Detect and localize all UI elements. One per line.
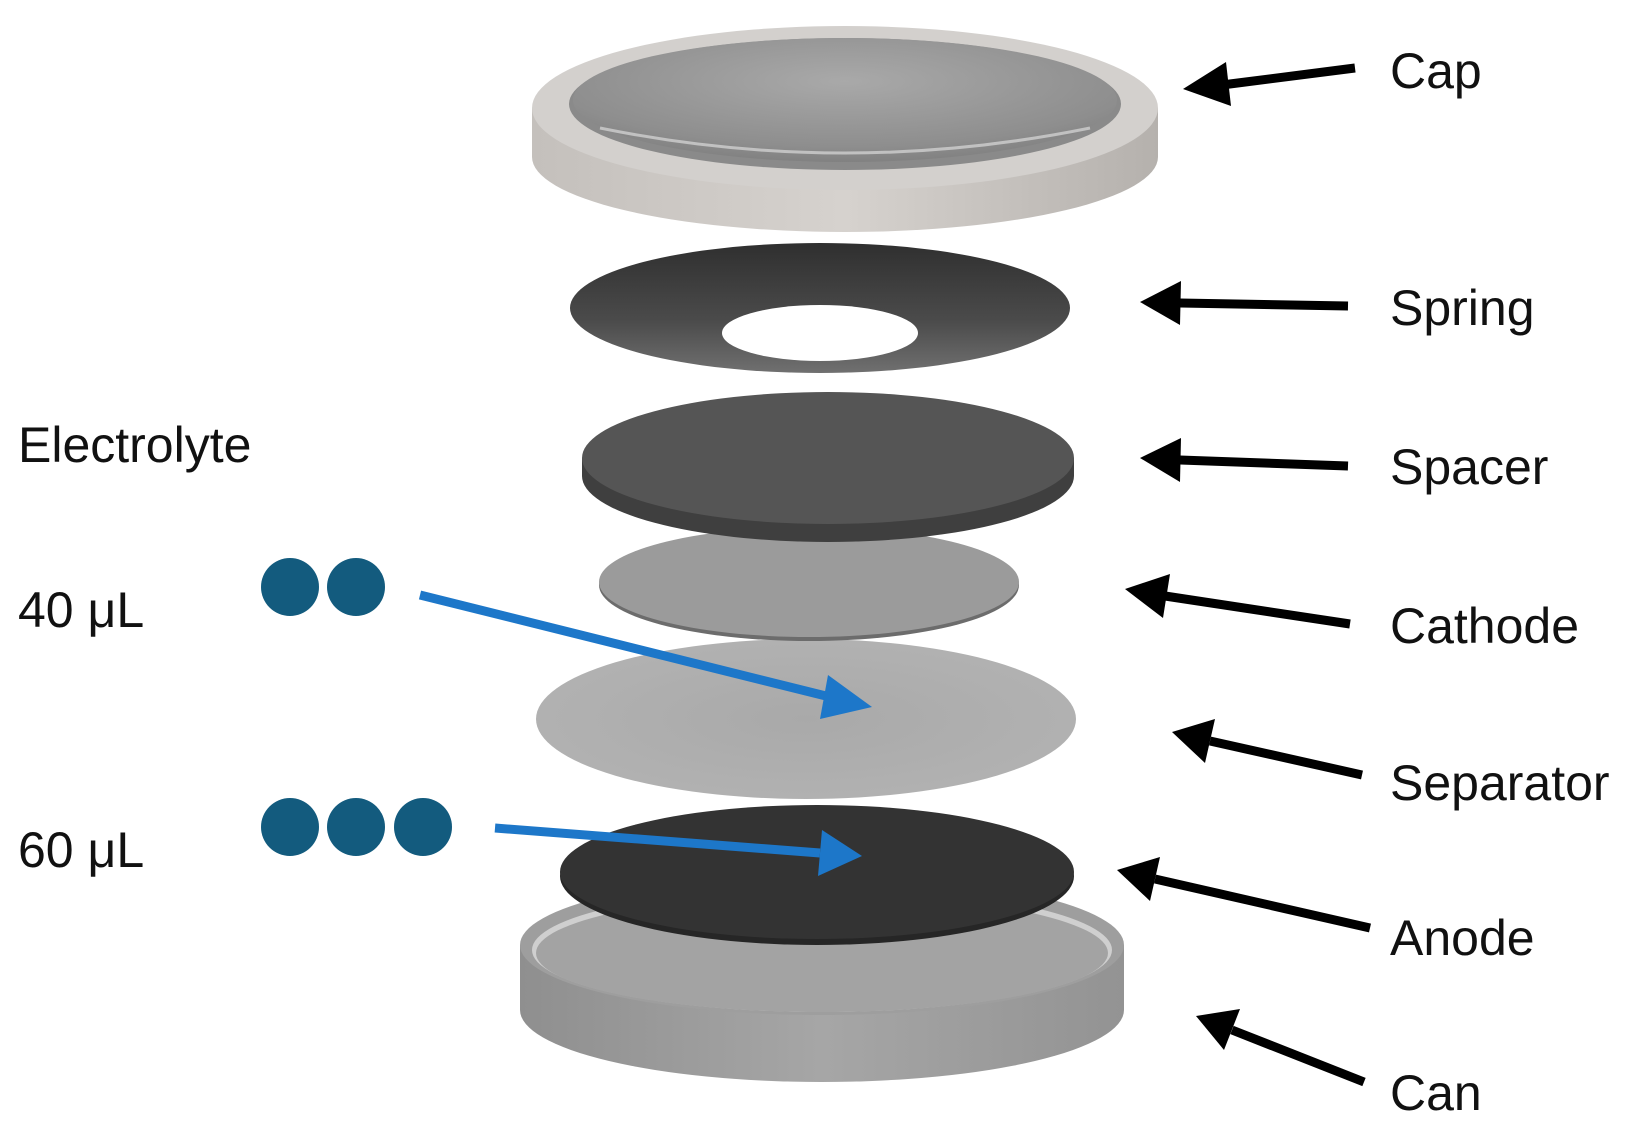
arrow-spacer [1179,455,1349,471]
separator-component [536,639,1076,799]
electrolyte-arrowhead-cathode [820,675,872,719]
arrow-cap [1221,63,1356,90]
spacer-component [582,392,1074,542]
label-spacer: Spacer [1390,439,1548,495]
arrow-can [1230,1025,1366,1087]
anode-component [560,805,1074,945]
cap-highlight [599,126,1091,155]
electrolyte-arrow-cathode [418,590,832,702]
spring-component [570,243,1070,373]
electrolyte-title: Electrolyte [18,417,251,473]
cathode-component [599,527,1019,641]
arrow-spring [1179,298,1349,311]
label-can: Can [1390,1065,1482,1121]
label-anode: Anode [1390,910,1535,966]
electrolyte-drops-60 [261,798,452,856]
arrowhead-spring [1140,281,1181,325]
arrow-cathode [1164,591,1351,629]
cap-top-disc [573,38,1117,162]
spacer-top [582,392,1074,524]
electrolyte-drop [327,558,385,616]
arrowhead-spacer [1140,438,1181,482]
arrow-separator [1209,736,1363,780]
electrolyte-arrows [418,590,872,876]
electrolyte-labels: Electrolyte 40 μL 60 μL [18,417,251,878]
arrowhead-separator [1172,719,1215,763]
dose-anode-label: 60 μL [18,822,144,878]
electrolyte-drop [327,798,385,856]
label-spring: Spring [1390,280,1535,336]
component-labels: Cap Spring Spacer Cathode Separator Anod… [1390,43,1610,1121]
label-cap: Cap [1390,43,1482,99]
cap-component [532,26,1158,232]
anode-disc [560,805,1074,939]
electrolyte-drop [261,558,319,616]
electrolyte-drop [394,798,452,856]
cathode-disc [599,527,1019,637]
electrolyte-arrow-anode [494,823,821,858]
spring-hole [722,305,918,361]
arrowhead-can [1196,1009,1240,1050]
arrowhead-cap [1183,62,1231,106]
electrolyte-arrowhead-anode [818,830,862,876]
arrowhead-cathode [1125,574,1170,618]
arrow-anode [1154,874,1371,933]
label-cathode: Cathode [1390,598,1579,654]
electrolyte-drops-40 [261,558,385,616]
label-arrows [1117,62,1371,1087]
electrolyte-drop [261,798,319,856]
label-separator: Separator [1390,755,1610,811]
dose-cathode-label: 40 μL [18,582,144,638]
separator-disc [536,639,1076,799]
arrowhead-anode [1117,857,1160,901]
